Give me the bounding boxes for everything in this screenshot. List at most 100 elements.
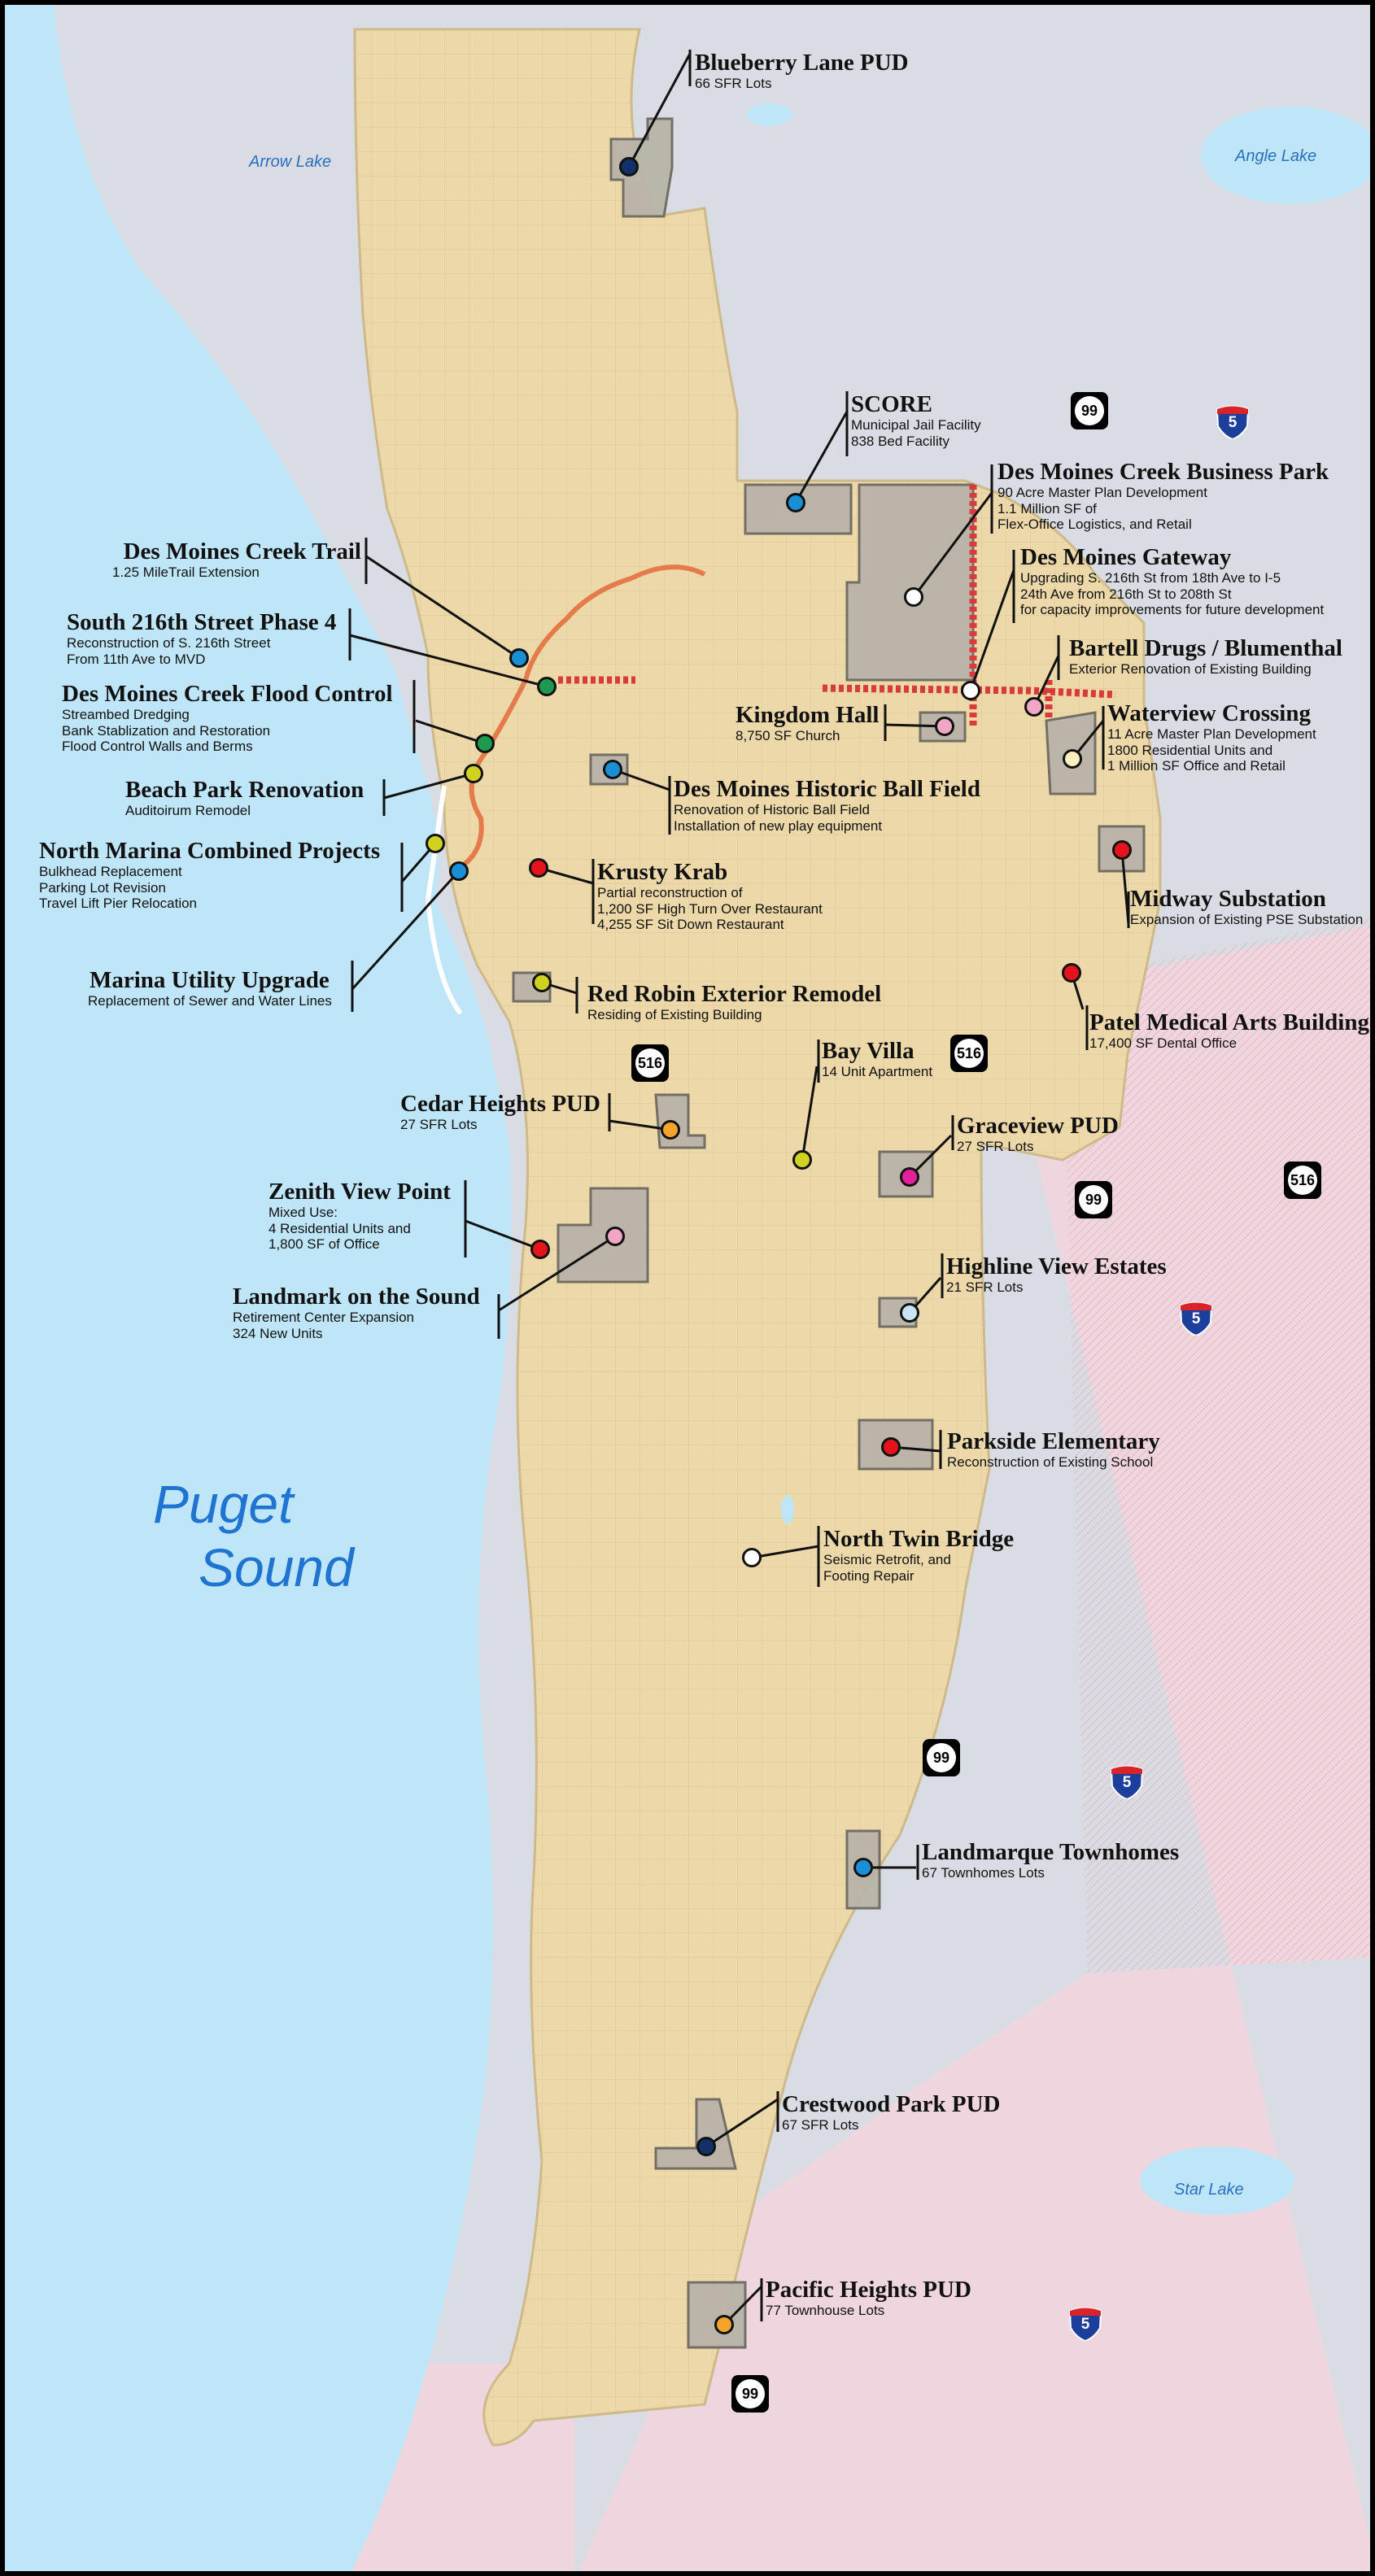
project-title: Highline View Estates: [946, 1253, 1167, 1279]
project-title: Bartell Drugs / Blumenthal: [1069, 635, 1342, 661]
puget-sound-label-line2: Sound: [199, 1537, 354, 1597]
angle-lake-label: Angle Lake: [1235, 147, 1317, 165]
project-marker[interactable]: [532, 973, 552, 992]
project-marker[interactable]: [696, 2137, 716, 2156]
project-title: Crestwood Park PUD: [782, 2091, 1001, 2117]
project-marker[interactable]: [786, 493, 805, 512]
project-title: Krusty Krab: [597, 859, 728, 885]
project-marker[interactable]: [900, 1167, 919, 1187]
star-lake-label: Star Lake: [1174, 2181, 1244, 2199]
project-title: Blueberry Lane PUD: [695, 50, 909, 76]
project-marker[interactable]: [714, 2315, 734, 2334]
project-title: Midway Substation: [1130, 886, 1326, 912]
project-marker[interactable]: [530, 1240, 550, 1259]
sr516-shield: 516: [950, 1035, 988, 1072]
project-marker[interactable]: [792, 1150, 812, 1170]
project-marker[interactable]: [935, 717, 954, 736]
i5-shield: 5: [1109, 1762, 1145, 1799]
project-title: Waterview Crossing: [1107, 700, 1311, 726]
sr99-shield: 99: [1071, 392, 1108, 429]
project-title: Bay Villa: [822, 1038, 914, 1064]
project-title: Des Moines Gateway: [1020, 544, 1232, 570]
project-title: Des Moines Creek Flood Control: [62, 681, 393, 707]
project-marker[interactable]: [904, 587, 923, 607]
i5-shield: 5: [1178, 1298, 1214, 1336]
project-marker[interactable]: [661, 1120, 680, 1140]
project-marker[interactable]: [529, 858, 548, 878]
sr516-shield: 516: [1284, 1162, 1321, 1199]
project-marker[interactable]: [449, 861, 469, 881]
project-marker[interactable]: [900, 1303, 919, 1323]
project-title: Zenith View Point: [268, 1179, 451, 1205]
project-marker[interactable]: [464, 764, 483, 783]
project-title: Des Moines Creek Business Park: [997, 459, 1329, 485]
project-marker[interactable]: [605, 1227, 625, 1246]
project-marker[interactable]: [1063, 749, 1082, 769]
arrow-lake-label: Arrow Lake: [249, 153, 332, 171]
project-marker[interactable]: [537, 677, 557, 696]
project-marker[interactable]: [603, 760, 622, 779]
project-title: Kingdom Hall: [736, 702, 880, 728]
project-title: Parkside Elementary: [947, 1428, 1160, 1454]
project-marker[interactable]: [853, 1858, 873, 1877]
project-title: Patel Medical Arts Building: [1089, 1009, 1369, 1035]
project-marker[interactable]: [881, 1437, 901, 1457]
i5-shield: 5: [1215, 402, 1251, 439]
project-title: Marina Utility Upgrade: [89, 967, 330, 993]
project-title: Beach Park Renovation: [125, 777, 364, 803]
project-marker[interactable]: [426, 834, 445, 853]
project-marker[interactable]: [475, 734, 495, 753]
sr99-shield: 99: [731, 2375, 769, 2413]
project-marker[interactable]: [1062, 963, 1081, 983]
project-title: Graceview PUD: [957, 1113, 1119, 1139]
project-marker[interactable]: [1024, 697, 1044, 717]
project-title: North Marina Combined Projects: [39, 838, 381, 864]
star-lake: [1140, 2147, 1294, 2215]
parcels: [512, 117, 1146, 2349]
project-title: Pacific Heights PUD: [766, 2277, 971, 2303]
project-title: SCORE: [851, 391, 932, 417]
project-marker[interactable]: [509, 648, 529, 668]
project-marker[interactable]: [961, 681, 980, 700]
project-marker[interactable]: [1112, 840, 1132, 860]
project-title: Des Moines Historic Ball Field: [674, 776, 980, 802]
sr99-shield: 99: [1075, 1181, 1112, 1218]
basemap: [5, 5, 1370, 2571]
project-title: South 216th Street Phase 4: [67, 609, 337, 635]
project-marker[interactable]: [742, 1548, 762, 1567]
project-title: Landmark on the Sound: [233, 1284, 480, 1310]
project-marker[interactable]: [619, 157, 639, 177]
sr516-shield: 516: [631, 1044, 669, 1082]
project-title: Des Moines Creek Trail: [123, 538, 361, 564]
